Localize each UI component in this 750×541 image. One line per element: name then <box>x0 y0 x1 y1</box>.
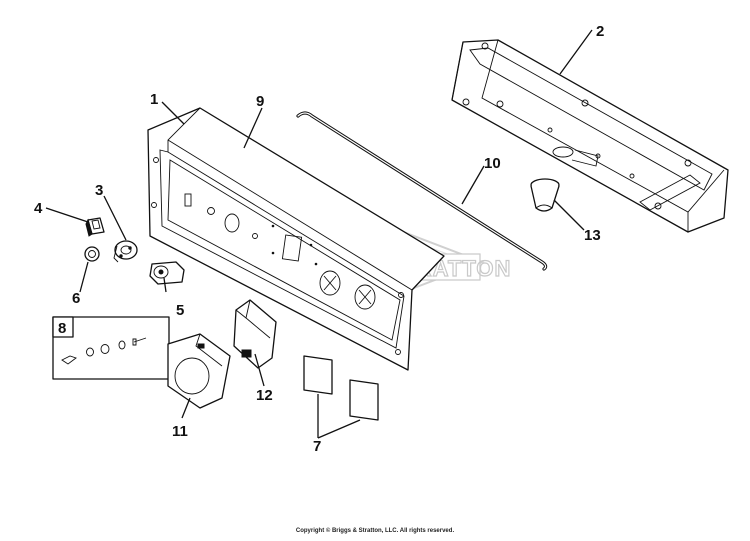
copyright-notice: Copyright © Briggs & Stratton, LLC. All … <box>295 528 455 534</box>
callout-10: 10 <box>484 155 501 172</box>
part-8-hardware-kit <box>52 316 170 380</box>
callout-8: 8 <box>58 320 66 337</box>
callout-3: 3 <box>95 182 103 199</box>
callout-11: 11 <box>172 423 188 440</box>
callout-9: 9 <box>256 93 264 110</box>
leader-lines <box>45 29 593 439</box>
callout-4: 4 <box>34 200 43 217</box>
part-2-tray <box>451 39 729 233</box>
part-1-control-panel <box>147 107 445 371</box>
part-5-outlet <box>149 261 185 285</box>
callout-13: 13 <box>584 227 601 244</box>
part-10-rod <box>296 111 548 271</box>
callout-6: 6 <box>72 290 80 307</box>
callout-1: 1 <box>150 91 158 108</box>
part-12-breaker <box>233 299 277 369</box>
part-6-indicator <box>84 246 100 262</box>
part-11-meter <box>167 333 231 409</box>
callout-2: 2 <box>596 23 604 40</box>
part-7-pads <box>303 355 379 421</box>
part-3-ignition-switch <box>113 240 138 263</box>
callout-12: 12 <box>256 387 273 404</box>
callout-7: 7 <box>313 438 321 455</box>
part-4-switch <box>85 217 105 237</box>
part-13-knob <box>530 178 560 212</box>
callout-labels: 1 2 3 4 5 6 7 8 9 10 11 12 13 <box>34 23 604 455</box>
callout-5: 5 <box>176 302 184 319</box>
